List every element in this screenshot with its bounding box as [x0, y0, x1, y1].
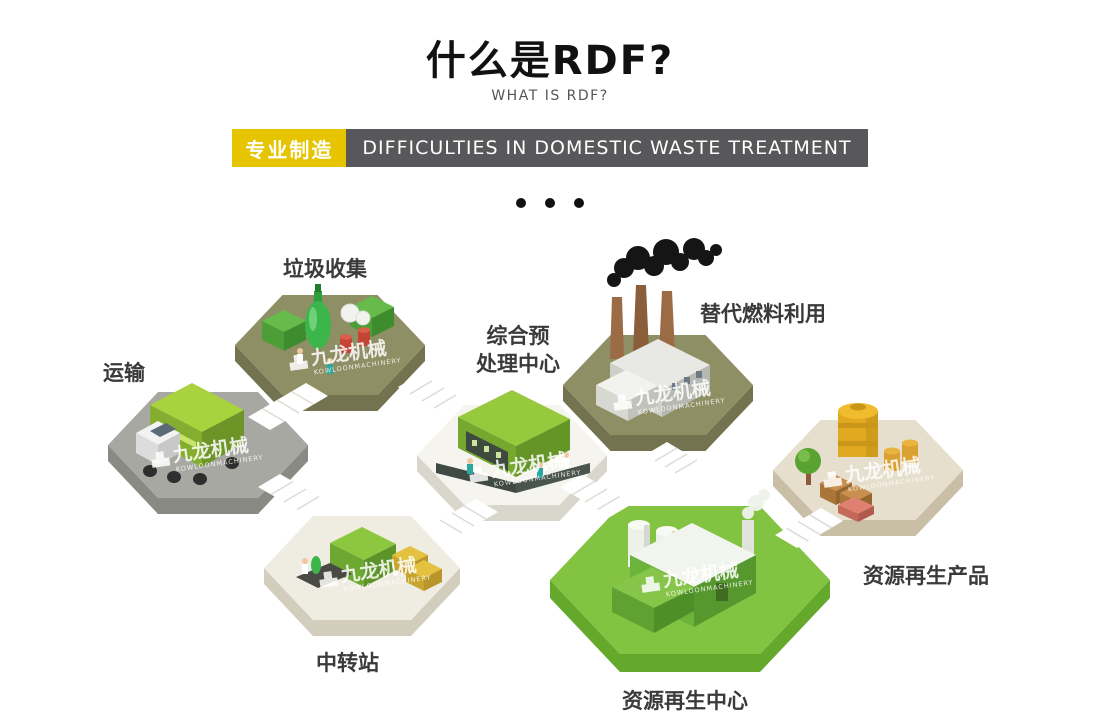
banner-text: DIFFICULTIES IN DOMESTIC WASTE TREATMENT — [346, 129, 868, 167]
worker-figure — [302, 558, 308, 574]
label-collection: 垃圾收集 — [283, 257, 367, 281]
label-transfer: 中转站 — [316, 651, 379, 675]
stairs-collection-pretreatment — [398, 374, 468, 415]
dot-icon — [516, 198, 526, 208]
brand-logo-icon — [641, 576, 661, 593]
stairs-transfer-pretreatment — [428, 499, 498, 540]
brand-logo-icon — [823, 471, 843, 488]
label-regeneration: 资源再生中心 — [622, 689, 748, 713]
label-pretreatment: 综合预 处理中心 — [476, 324, 560, 376]
banner-tag: 专业制造 — [232, 129, 347, 167]
worker-figure — [537, 462, 543, 478]
stairs-transport-transfer — [258, 474, 332, 517]
label-products: 资源再生产品 — [863, 564, 989, 588]
stairs-transport-collection — [248, 383, 328, 430]
brand-logo-icon — [469, 466, 489, 483]
stairs-pretreatment-regeneration — [560, 474, 632, 517]
worker-figure — [563, 452, 569, 468]
page-subtitle: WHAT IS RDF? — [491, 88, 609, 104]
brand-logo-icon — [151, 451, 171, 468]
dot-icon — [545, 198, 555, 208]
recycled-products — [795, 403, 918, 522]
waste-bins — [262, 284, 394, 374]
brand-logo-icon — [613, 394, 633, 411]
dot-icon — [574, 198, 584, 208]
brand-logo-icon — [319, 571, 339, 588]
stairs-regeneration-products — [775, 508, 843, 548]
garbage-truck — [136, 383, 244, 485]
brand-logo-icon — [289, 354, 309, 371]
section-banner: 专业制造 DIFFICULTIES IN DOMESTIC WASTE TREA… — [0, 129, 1100, 167]
decorative-dots — [0, 198, 1100, 208]
worker-figure — [327, 358, 333, 374]
sorting-machine — [436, 390, 590, 493]
smoke-icon — [607, 238, 722, 287]
brand-watermark: 九龙机械 KOWLOONMACHINERY — [469, 448, 582, 489]
fuel-factory — [596, 238, 722, 421]
worker-figure — [467, 458, 473, 474]
label-fuel: 替代燃料利用 — [700, 302, 826, 326]
stairs-fuel-regeneration — [645, 442, 707, 479]
flow-diagram: 九龙机械 KOWLOONMACHINERY 九龙机械 KOWLOONMACHIN… — [108, 238, 963, 672]
steam-icon — [742, 489, 770, 519]
page-title: 什么是RDF? — [425, 38, 675, 84]
label-transport: 运输 — [103, 361, 145, 385]
